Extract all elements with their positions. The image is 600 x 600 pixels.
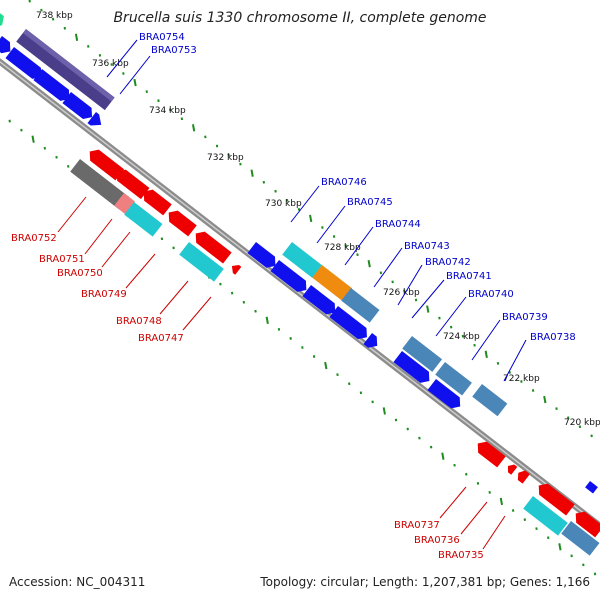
accession-text: Accession: NC_004311 xyxy=(9,575,146,589)
scale-label-720: 720 kbp xyxy=(564,418,600,428)
gene-row-blue-mid[interactable] xyxy=(247,242,381,351)
gene-bra0745[interactable] xyxy=(312,265,353,301)
leader-bra0736 xyxy=(460,501,488,535)
label-bra0744[interactable]: BRA0744 xyxy=(375,219,421,230)
gene-bra0746[interactable] xyxy=(282,242,323,278)
gene-bra0748[interactable] xyxy=(179,242,224,282)
tick-major xyxy=(133,78,137,87)
leader-bra0740 xyxy=(435,296,467,337)
gene-bra0751[interactable] xyxy=(114,193,136,215)
label-bra0746[interactable]: BRA0746 xyxy=(321,177,367,188)
leader-bra0745 xyxy=(316,205,346,244)
scale-label-738: 738 kbp xyxy=(36,11,73,21)
label-bra0739[interactable]: BRA0739 xyxy=(502,312,548,323)
tick-major xyxy=(74,33,79,41)
tick-major xyxy=(265,316,269,325)
label-bra0747[interactable]: BRA0747 xyxy=(138,333,184,344)
label-bra0743[interactable]: BRA0743 xyxy=(404,241,450,252)
tick-major xyxy=(382,407,386,415)
tick-row-forward xyxy=(28,0,593,438)
gene-bra0754[interactable] xyxy=(16,29,115,111)
leader-bra0742 xyxy=(397,264,423,306)
tick-major xyxy=(250,169,254,177)
leader-bra0747 xyxy=(182,296,212,331)
label-bra0754[interactable]: BRA0754 xyxy=(139,32,185,43)
scale-label-730: 730 kbp xyxy=(265,199,302,209)
leader-bra0735 xyxy=(482,515,506,550)
leader-bra0739 xyxy=(471,319,501,361)
tick-major xyxy=(191,124,196,132)
leader-bra0744 xyxy=(344,226,374,266)
label-bra0735[interactable]: BRA0735 xyxy=(438,550,484,561)
gene-bra0744[interactable] xyxy=(341,288,380,323)
leader-bra0753 xyxy=(119,55,151,95)
map-title: Brucella suis 1330 chromosome II, comple… xyxy=(113,10,487,26)
forward-gene-labels: BRA0754 BRA0753 BRA0746 BRA0745 BRA0744 … xyxy=(106,32,576,382)
tick-major xyxy=(484,350,488,358)
scale-label-736: 736 kbp xyxy=(92,59,129,69)
gene-bra0753-row[interactable] xyxy=(0,36,105,130)
tick-major xyxy=(426,305,430,313)
label-bra0737[interactable]: BRA0737 xyxy=(394,520,440,531)
label-bra0750[interactable]: BRA0750 xyxy=(57,268,103,279)
scale-label-722: 722 kbp xyxy=(503,374,540,384)
tick-major xyxy=(324,361,328,370)
gene-bra0735-group[interactable] xyxy=(523,481,600,556)
leader-bra0750 xyxy=(101,231,131,268)
label-bra0748[interactable]: BRA0748 xyxy=(116,316,162,327)
gene-track xyxy=(0,10,600,556)
leader-bra0746 xyxy=(290,185,320,223)
label-bra0738[interactable]: BRA0738 xyxy=(530,332,576,343)
label-bra0752[interactable]: BRA0752 xyxy=(11,233,57,244)
leader-bra0741 xyxy=(411,279,445,319)
label-bra0745[interactable]: BRA0745 xyxy=(347,197,393,208)
tick-major xyxy=(367,260,371,268)
scale-label-728: 728 kbp xyxy=(324,243,361,253)
label-bra0742[interactable]: BRA0742 xyxy=(425,257,471,268)
label-bra0751[interactable]: BRA0751 xyxy=(39,254,85,265)
label-bra0740[interactable]: BRA0740 xyxy=(468,289,514,300)
gene-bra0750[interactable] xyxy=(124,202,163,237)
leader-bra0749 xyxy=(125,253,156,289)
leader-bra0737 xyxy=(439,486,467,519)
label-bra0753[interactable]: BRA0753 xyxy=(151,45,197,56)
tick-major xyxy=(558,543,562,551)
leader-bra0748 xyxy=(159,280,189,315)
scale-label-724: 724 kbp xyxy=(443,332,480,342)
tick-major xyxy=(309,214,313,223)
gene-row-red-lower[interactable] xyxy=(473,438,600,538)
reverse-gene-labels: BRA0752 BRA0751 BRA0750 BRA0749 BRA0748 … xyxy=(11,196,506,561)
tick-major xyxy=(441,452,445,460)
tick-major xyxy=(499,497,504,506)
genome-summary-text: Topology: circular; Length: 1,207,381 bp… xyxy=(260,575,590,589)
leader-bra0754 xyxy=(106,39,138,78)
tick-major xyxy=(31,135,35,143)
tick-major xyxy=(543,395,547,404)
label-bra0749[interactable]: BRA0749 xyxy=(81,289,127,300)
leader-bra0751 xyxy=(84,218,113,255)
scale-label-734: 734 kbp xyxy=(149,106,186,116)
label-bra0736[interactable]: BRA0736 xyxy=(414,535,460,546)
gene-bra0752[interactable] xyxy=(70,159,130,210)
label-bra0741[interactable]: BRA0741 xyxy=(446,271,492,282)
scale-label-726: 726 kbp xyxy=(383,288,420,298)
gene-row-red-upper[interactable] xyxy=(85,146,242,275)
gene-bra0740-group[interactable] xyxy=(393,336,508,417)
leader-bra0743 xyxy=(373,247,403,288)
scale-label-732: 732 kbp xyxy=(207,153,244,163)
leader-bra0738 xyxy=(503,339,527,382)
scale-labels: 738 kbp 736 kbp 734 kbp 732 kbp 730 kbp … xyxy=(36,11,600,428)
leader-bra0752 xyxy=(57,196,87,233)
